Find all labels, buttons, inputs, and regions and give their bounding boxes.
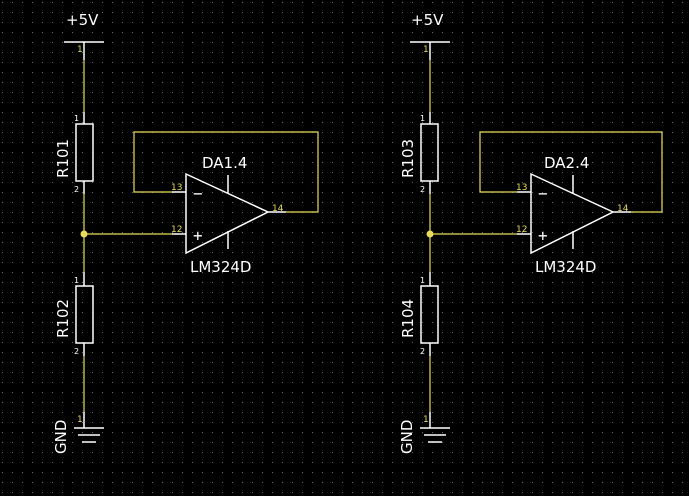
r102-pin-1: 1 <box>74 276 79 285</box>
junction-dot <box>80 230 88 238</box>
opamp-minus-sign: − <box>193 184 203 203</box>
resistor-r102[interactable]: 1 2 R102 <box>54 272 94 356</box>
power-symbol-5v[interactable]: +5V 1 <box>410 11 450 60</box>
opamp-pin-noninverting: 12 <box>516 225 527 235</box>
junction-dot <box>426 230 434 238</box>
opamp-pin-output: 14 <box>617 204 629 214</box>
opamp-value: LM324D <box>535 258 596 276</box>
power-label: +5V <box>66 11 99 29</box>
opamp-pin-inverting: 13 <box>516 183 527 193</box>
circuit-1: +5V 1 1 2 R101 1 2 R102 <box>52 11 319 454</box>
r104-ref: R104 <box>399 299 417 338</box>
opamp-pin-inverting: 13 <box>171 183 182 193</box>
r101-pin-1: 1 <box>74 114 79 123</box>
r103-pin-1: 1 <box>420 114 425 123</box>
r103-pin-2: 2 <box>420 185 425 194</box>
opamp-ref: DA1.4 <box>202 154 247 172</box>
r104-pin-2: 2 <box>420 347 425 356</box>
power-symbol-5v[interactable]: +5V 1 <box>64 11 104 60</box>
resistor-r101[interactable]: 1 2 R101 <box>54 112 94 194</box>
supply-pin-number: 1 <box>423 45 429 55</box>
opamp-plus-sign: + <box>193 226 203 245</box>
r104-pin-1: 1 <box>420 276 425 285</box>
opamp-ref: DA2.4 <box>544 154 589 172</box>
opamp-plus-sign: + <box>538 226 548 245</box>
ground-label: GND <box>52 420 70 454</box>
ground-symbol[interactable]: 1 GND <box>52 412 104 454</box>
ground-pin-number: 1 <box>77 415 83 425</box>
r102-ref: R102 <box>54 299 72 338</box>
resistor-r103[interactable]: 1 2 R103 <box>399 112 439 194</box>
opamp-pin-noninverting: 12 <box>171 225 182 235</box>
resistor-r104[interactable]: 1 2 R104 <box>399 272 439 356</box>
opamp-da1-4[interactable]: − + 13 12 14 DA1.4 LM324D <box>171 154 286 276</box>
ground-label: GND <box>398 420 416 454</box>
r101-ref: R101 <box>54 139 72 178</box>
r102-pin-2: 2 <box>74 347 79 356</box>
wire-feedback <box>133 131 319 213</box>
ground-symbol[interactable]: 1 GND <box>398 412 450 454</box>
power-label: +5V <box>411 11 444 29</box>
r101-pin-2: 2 <box>74 185 79 194</box>
opamp-da2-4[interactable]: − + 13 12 14 DA2.4 LM324D <box>516 154 631 276</box>
opamp-value: LM324D <box>190 258 251 276</box>
r103-ref: R103 <box>399 139 417 178</box>
opamp-minus-sign: − <box>538 184 548 203</box>
wire-feedback <box>479 131 663 213</box>
supply-pin-number: 1 <box>77 45 83 55</box>
ground-pin-number: 1 <box>423 415 429 425</box>
circuit-2: +5V 1 1 2 R103 1 2 R104 <box>398 11 663 454</box>
opamp-pin-output: 14 <box>272 204 284 214</box>
